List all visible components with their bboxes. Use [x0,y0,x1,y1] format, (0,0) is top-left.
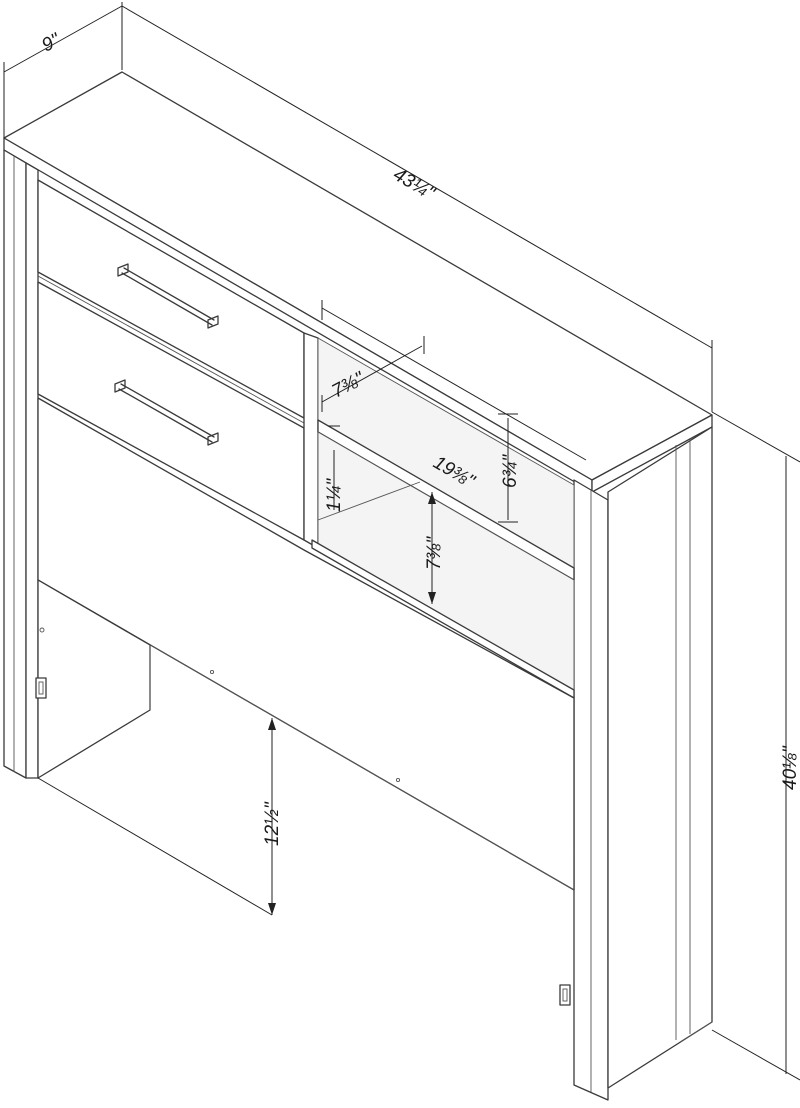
lower-panel [37,397,575,891]
arrow-up [268,718,276,730]
dim-shelf-thickness [328,425,340,510]
lower-drawer-handle [114,379,219,446]
screw-icon [39,627,45,633]
label-shelf-thickness: 1¼" [324,478,345,512]
screw-icon-3 [395,777,401,783]
label-depth: 9" [38,29,64,56]
dim-leg-clearance [37,718,276,916]
label-upper-opening: 6¾" [500,454,521,488]
dim-height [711,411,800,1081]
screw-icon-2 [209,669,215,675]
dim-lower-opening [428,492,436,604]
niche-inner-edge [317,481,421,521]
niche-divider [303,332,319,549]
drawer-gap [37,275,305,424]
dim-niche-depth [321,336,425,412]
right-foot-line [679,1021,713,1043]
bracket-icon-right [559,984,571,1006]
arrow-down-2 [428,592,436,604]
arrow-up-2 [428,492,436,504]
dim-upper-opening [498,413,518,523]
dim-niche-width [321,300,587,461]
upper-drawer-handle [117,263,219,329]
dim-depth [3,2,123,138]
label-height: 40⅛" [780,745,800,790]
right-post-side [607,426,713,1089]
label-width: 43¼" [390,164,439,205]
bracket-icon [35,677,47,699]
label-lower-opening: 7⅜" [424,536,445,570]
arrow-down [268,903,276,915]
dim-width [121,5,713,412]
left-post [3,149,27,779]
label-leg-clearance: 12½" [262,801,283,846]
